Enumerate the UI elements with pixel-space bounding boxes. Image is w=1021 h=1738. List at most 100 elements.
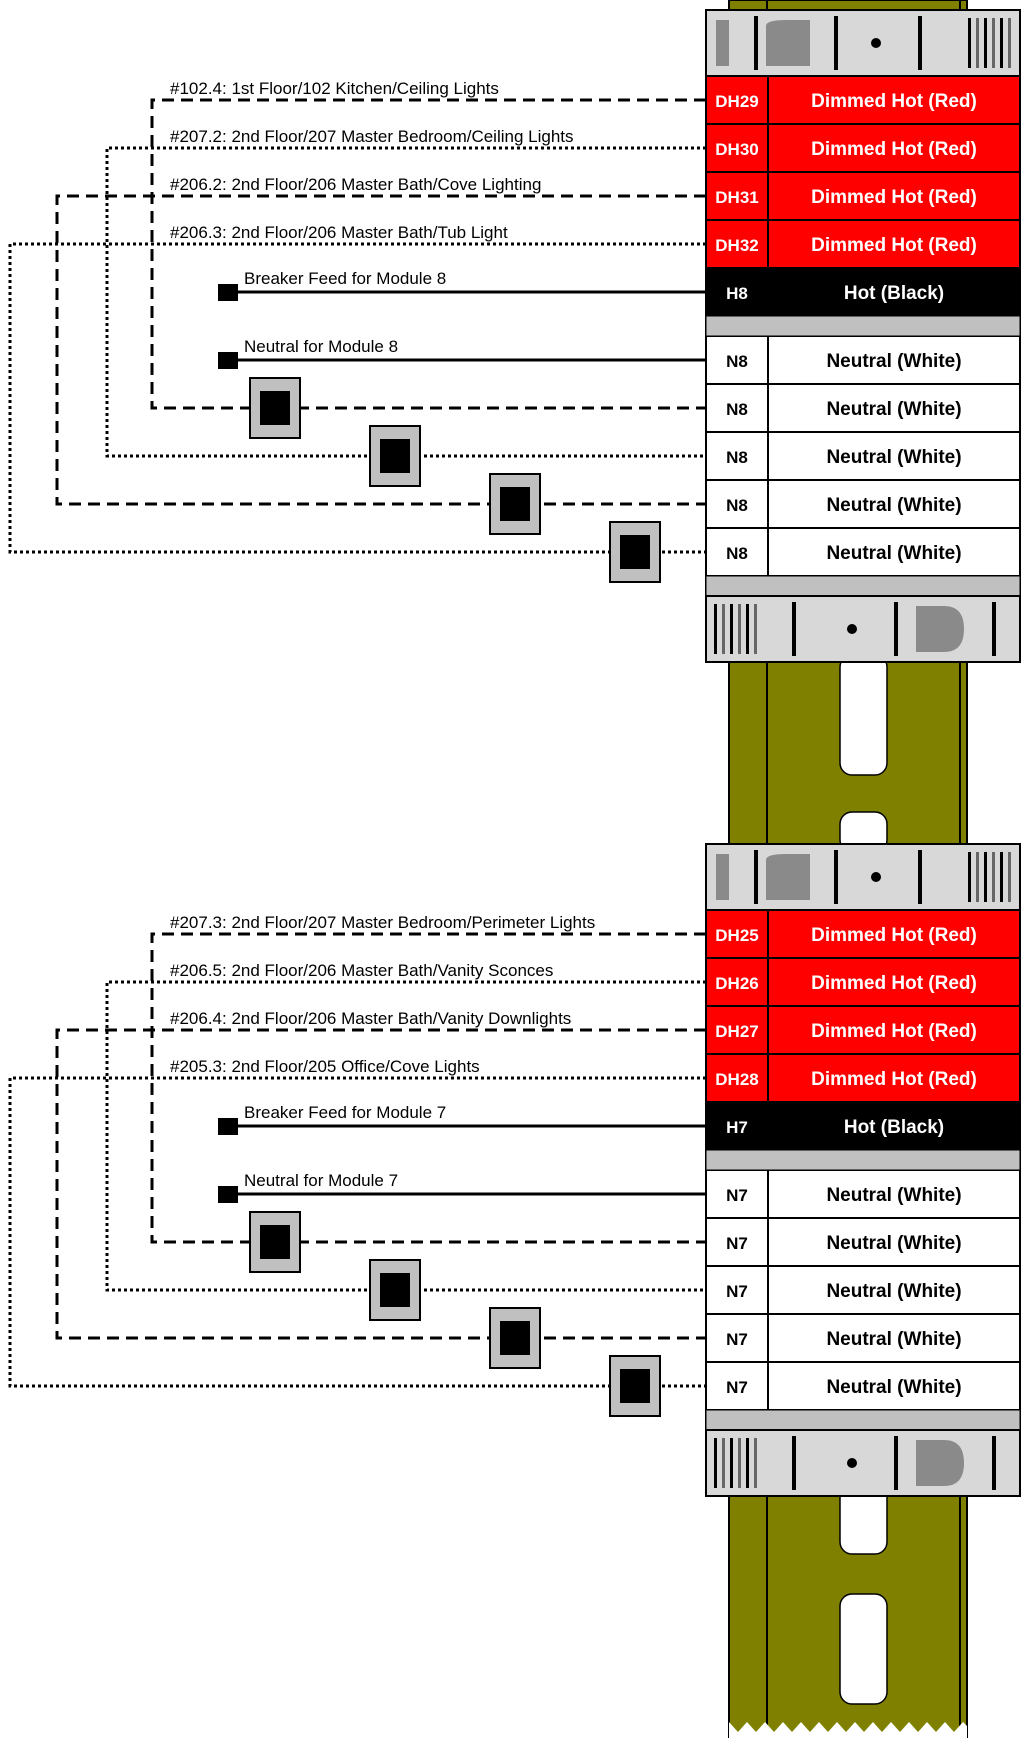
cap-grille — [746, 604, 749, 654]
end-cap-body — [706, 10, 1020, 76]
wire-path — [105, 980, 706, 1292]
terminal-desc: Dimmed Hot (Red) — [811, 973, 977, 994]
cap-grille — [1000, 18, 1003, 68]
terminal-desc-cell — [767, 527, 1021, 577]
rail-slot — [839, 1593, 888, 1705]
terminal-desc: Dimmed Hot (Red) — [811, 1069, 977, 1090]
circuit-wire: #206.2: 2nd Floor/206 Master Bath/Cove L… — [55, 175, 706, 535]
module-neutral-terminal — [218, 1186, 238, 1203]
switch-box-core — [260, 391, 290, 425]
cap-tab — [916, 606, 964, 652]
breaker-feed-terminal — [218, 284, 238, 301]
terminal-code: DH31 — [715, 188, 758, 207]
cap-divider — [834, 16, 838, 70]
terminal-code: N8 — [726, 352, 748, 371]
cap-grille — [976, 852, 979, 902]
terminal-desc-cell — [767, 267, 1021, 317]
terminal-desc: Dimmed Hot (Red) — [811, 187, 977, 208]
wire-path — [8, 242, 706, 554]
cap-grille — [714, 1438, 717, 1488]
switch-box-core — [500, 1321, 530, 1355]
rail-slot — [839, 654, 888, 776]
terminal-desc-cell — [767, 1169, 1021, 1219]
cap-screw — [871, 38, 881, 48]
end-cap-body — [706, 596, 1020, 662]
circuit-wire: #205.3: 2nd Floor/205 Office/Cove Lights — [8, 1057, 706, 1417]
terminal-desc-cell — [767, 335, 1021, 385]
circuit-label: #206.4: 2nd Floor/206 Master Bath/Vanity… — [170, 1009, 571, 1028]
circuit-label: #206.3: 2nd Floor/206 Master Bath/Tub Li… — [170, 223, 508, 242]
terminal-desc-cell — [767, 479, 1021, 529]
circuit-wire: #206.5: 2nd Floor/206 Master Bath/Vanity… — [105, 961, 706, 1321]
circuit-label: #207.2: 2nd Floor/207 Master Bedroom/Cei… — [170, 127, 574, 146]
terminal-code: N7 — [726, 1282, 748, 1301]
wire-path — [55, 1028, 706, 1340]
cap-stripe — [716, 854, 729, 900]
cap-grille — [1008, 852, 1011, 902]
terminal-code: DH25 — [715, 926, 758, 945]
terminal-desc-cell — [767, 1005, 1021, 1055]
switch-box-core — [260, 1225, 290, 1259]
separator — [705, 1409, 1021, 1431]
cap-grille — [754, 1438, 757, 1488]
separator — [705, 315, 1021, 337]
terminal-code-cell — [705, 957, 769, 1007]
circuit-label: #206.5: 2nd Floor/206 Master Bath/Vanity… — [170, 961, 553, 980]
circuit-wire: #206.4: 2nd Floor/206 Master Bath/Vanity… — [55, 1009, 706, 1369]
terminal-desc: Hot (Black) — [844, 1117, 944, 1138]
end-cap — [705, 9, 1021, 77]
terminal-desc: Neutral (White) — [826, 1281, 961, 1302]
separator — [705, 575, 1021, 597]
terminal-desc: Neutral (White) — [826, 1329, 961, 1350]
wire-path — [105, 146, 706, 458]
wire-path — [150, 932, 706, 1244]
terminal-desc-cell — [767, 219, 1021, 269]
terminal-desc-cell — [767, 431, 1021, 481]
terminal-code-cell — [705, 909, 769, 959]
terminal-code-cell — [705, 267, 769, 317]
cap-grille — [714, 604, 717, 654]
circuit-wire: #102.4: 1st Floor/102 Kitchen/Ceiling Li… — [150, 79, 706, 439]
cap-grille — [730, 604, 733, 654]
terminal-row-dh26: DH26 Dimmed Hot (Red) — [705, 957, 1021, 1007]
terminal-code: DH26 — [715, 974, 758, 993]
cap-grille — [722, 604, 725, 654]
switch-box-core — [380, 1273, 410, 1307]
cap-grille — [754, 604, 757, 654]
terminal-desc: Dimmed Hot (Red) — [811, 139, 977, 160]
circuit-label: #205.3: 2nd Floor/205 Office/Cove Lights — [170, 1057, 480, 1076]
terminal-code: N7 — [726, 1378, 748, 1397]
terminal-desc: Dimmed Hot (Red) — [811, 91, 977, 112]
circuit-wire: #206.3: 2nd Floor/206 Master Bath/Tub Li… — [8, 223, 706, 583]
switch-box-core — [620, 535, 650, 569]
terminal-code-cell — [705, 383, 769, 433]
module-neutral-terminal — [218, 352, 238, 369]
terminal-code: H8 — [726, 284, 748, 303]
rail-torn-edge — [729, 1722, 967, 1738]
terminal-desc: Neutral (White) — [826, 495, 961, 516]
terminal-desc: Neutral (White) — [826, 351, 961, 372]
terminal-code: DH30 — [715, 140, 758, 159]
circuit-label: #102.4: 1st Floor/102 Kitchen/Ceiling Li… — [170, 79, 499, 98]
terminal-desc: Neutral (White) — [826, 1377, 961, 1398]
cap-screw — [847, 1458, 857, 1468]
terminal-desc: Neutral (White) — [826, 447, 961, 468]
terminal-desc: Neutral (White) — [826, 1185, 961, 1206]
terminal-code-cell — [705, 219, 769, 269]
cap-screw — [871, 872, 881, 882]
breaker-feed-terminal — [218, 1118, 238, 1135]
module-neutral-label: Neutral for Module 8 — [244, 337, 398, 356]
end-cap — [705, 1429, 1021, 1497]
terminal-desc-cell — [767, 123, 1021, 173]
terminal-code-cell — [705, 527, 769, 577]
switch-box — [249, 377, 301, 439]
terminal-desc-cell — [767, 383, 1021, 433]
